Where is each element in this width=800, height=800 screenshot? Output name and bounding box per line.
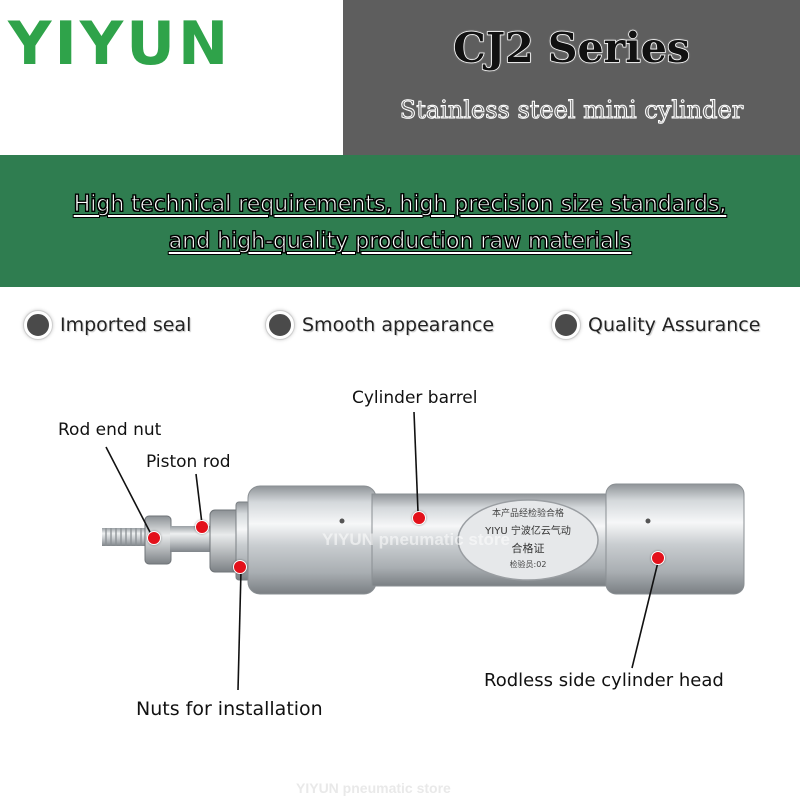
bullet-dot-icon <box>552 311 580 339</box>
feature-label: Imported seal <box>60 314 192 336</box>
feature-label: Quality Assurance <box>588 314 761 336</box>
label-line-1: 本产品经检验合格 <box>492 507 564 519</box>
label-line-4: 检验员:02 <box>510 559 547 569</box>
series-title: CJ2 Series <box>452 23 690 73</box>
label-line-3: 合格证 <box>512 541 545 555</box>
series-subtitle: Stainless steel mini cylinder <box>399 96 744 125</box>
callout-installation-nuts: Nuts for installation <box>136 698 323 720</box>
callout-rod-end-nut: Rod end nut <box>58 420 162 440</box>
label-plate <box>457 499 599 581</box>
banner-line-1: High technical requirements, high precis… <box>73 192 727 218</box>
callout-piston-rod: Piston rod <box>146 452 231 472</box>
threaded-rod <box>102 528 148 546</box>
callout-rodless-head: Rodless side cylinder head <box>484 670 724 691</box>
bullet-dot-icon <box>266 311 294 339</box>
feature-label: Smooth appearance <box>302 314 495 336</box>
banner-line-2: and high-quality production raw material… <box>168 229 632 255</box>
marker-dot-icon <box>651 551 665 565</box>
marker-dot-icon <box>412 511 426 525</box>
feature-banner <box>0 155 800 287</box>
marker-dot-icon <box>233 560 247 574</box>
watermark-bottom: YIYUN pneumatic store <box>296 780 451 796</box>
rear-cylinder-head <box>605 483 745 595</box>
marker-dot-icon <box>147 531 161 545</box>
marker-dot-icon <box>195 520 209 534</box>
label-line-2: YIYU 宁波亿云气动 <box>484 524 571 537</box>
feature-item: Imported seal <box>24 303 191 347</box>
callout-cylinder-barrel: Cylinder barrel <box>352 388 478 408</box>
feature-item: Smooth appearance <box>266 303 494 347</box>
watermark-center: YIYUN pneumatic store <box>322 530 510 549</box>
bullet-dot-icon <box>24 311 52 339</box>
feature-item: Quality Assurance <box>552 303 760 347</box>
brand-logo-text: YIYUN <box>8 9 232 79</box>
brand-panel: YIYUN <box>0 0 343 155</box>
feature-list: Imported seal Smooth appearance Quality … <box>0 303 800 347</box>
series-panel: CJ2 Series Stainless steel mini cylinder <box>343 0 800 155</box>
callout-leader-lines <box>105 411 659 691</box>
